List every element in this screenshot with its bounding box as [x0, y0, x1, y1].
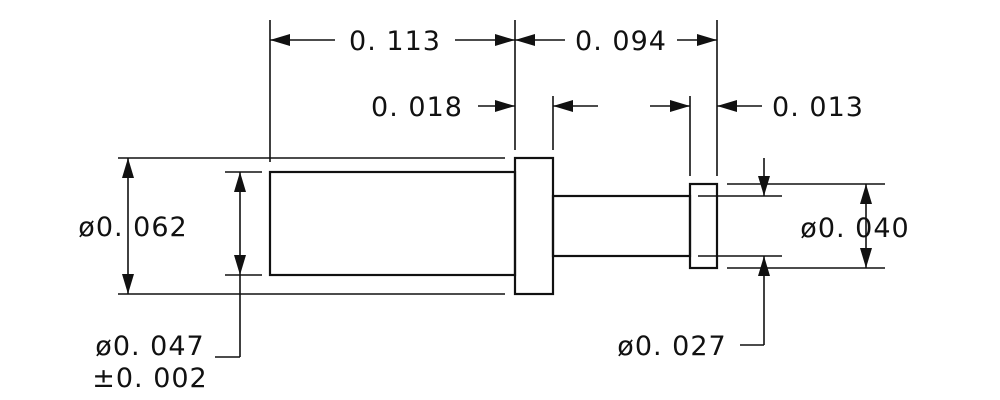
arrow-shank-diameter-top — [758, 176, 770, 196]
label-body-inner-tolerance: ±0. 002 — [92, 363, 208, 394]
arrow-outer-diameter-bottom — [122, 274, 134, 294]
arrow-outer-diameter-top — [122, 158, 134, 178]
label-overall-left-length: 0. 113 — [349, 26, 441, 57]
shank-outline — [551, 194, 692, 258]
extension-lines — [118, 20, 885, 295]
label-shank-diameter: ø0. 027 — [617, 331, 726, 362]
label-tip-diameter: ø0. 040 — [800, 213, 909, 244]
arrow-tip-width-right — [717, 100, 737, 112]
body-outline — [268, 170, 517, 277]
part-outline — [268, 156, 719, 296]
collar-outline — [513, 156, 555, 296]
label-overall-right-length: 0. 094 — [575, 26, 667, 57]
arrow-inner-diameter-bottom — [234, 255, 246, 275]
arrow-overall-left-start — [270, 34, 290, 46]
dimension-lines — [122, 34, 872, 358]
arrow-collar-width-left — [495, 100, 515, 112]
arrow-collar-width-right — [553, 100, 573, 112]
label-body-inner-diameter: ø0. 047 — [95, 331, 204, 362]
arrow-overall-right-end — [697, 34, 717, 46]
tip-outline — [688, 182, 719, 270]
arrow-tip-diameter-bottom — [860, 248, 872, 268]
arrow-overall-left-end — [495, 34, 515, 46]
arrow-shank-diameter-bottom — [758, 256, 770, 276]
arrow-tip-width-left — [670, 100, 690, 112]
arrow-tip-diameter-top — [860, 184, 872, 204]
dimension-labels: 0. 113 0. 094 0. 018 0. 013 ø0. 062 ø0. … — [78, 26, 909, 394]
label-collar-width: 0. 018 — [371, 92, 463, 123]
arrow-overall-right-start — [515, 34, 535, 46]
label-body-outer-diameter: ø0. 062 — [78, 212, 187, 243]
label-tip-width: 0. 013 — [772, 92, 864, 123]
arrow-inner-diameter-top — [234, 172, 246, 192]
